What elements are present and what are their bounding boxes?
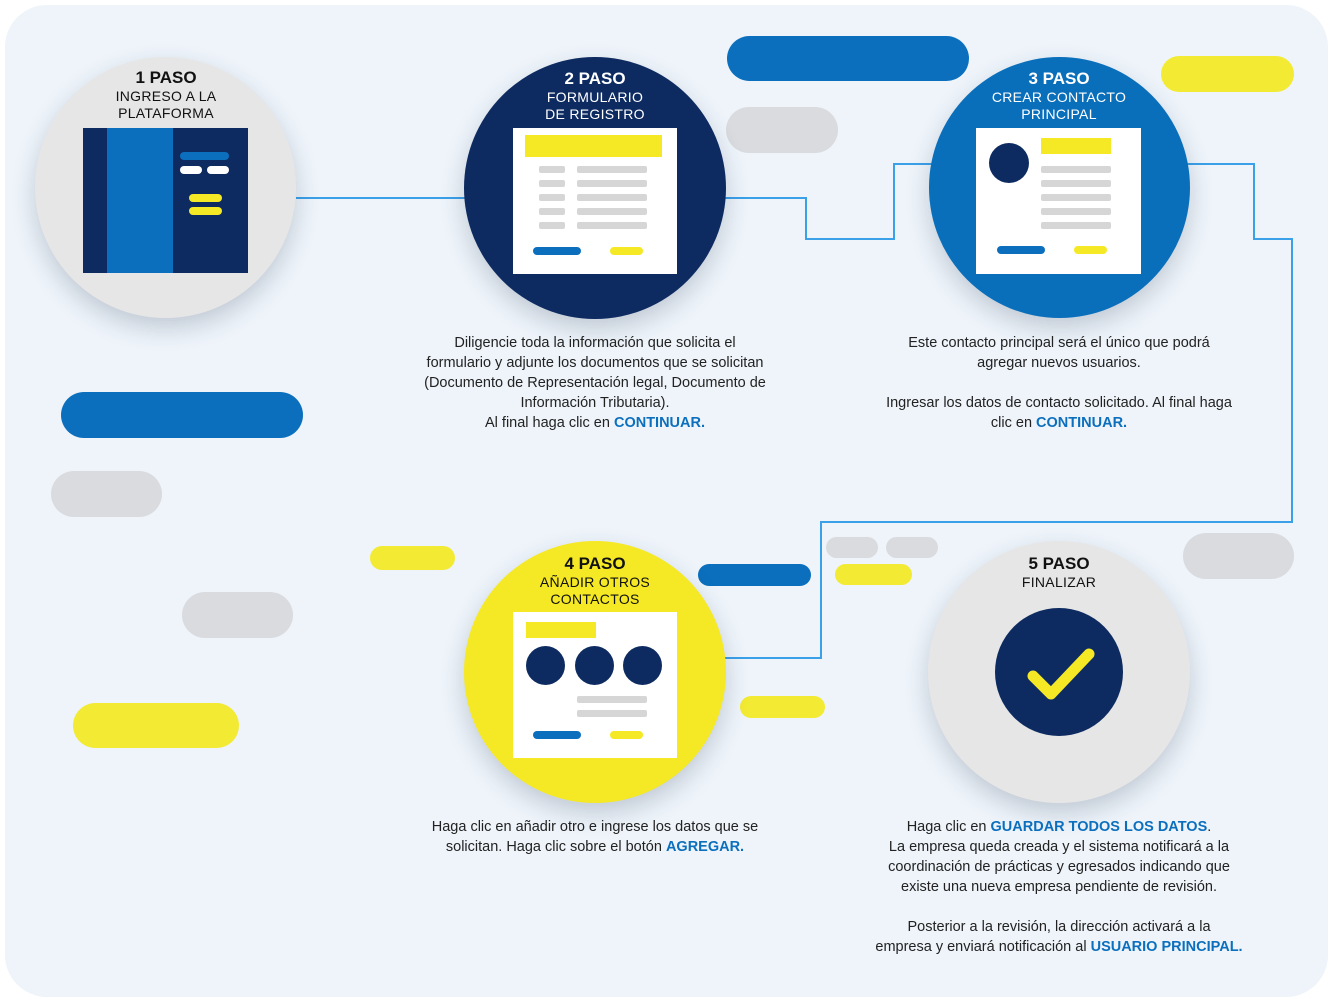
- decor-pill: [73, 703, 239, 748]
- step-5-desc-line: empresa y enviará notificación al USUARI…: [845, 937, 1273, 957]
- continue-highlight: CONTINUAR.: [1036, 415, 1128, 431]
- decor-pill: [1183, 533, 1294, 579]
- step-4-desc-prefix: solicitan. Haga clic sobre el botón: [445, 839, 666, 855]
- step-5-title-line1: FINALIZAR: [1021, 574, 1097, 590]
- step-3-header: 3 PASO CREAR CONTACTO PRINCIPAL: [939, 69, 1179, 123]
- step-3-description: Este contacto principal será el único qu…: [855, 333, 1263, 433]
- step-5-desc-line: coordinación de prácticas y egresados in…: [888, 859, 1230, 875]
- step-1-number: 1 PASO: [135, 68, 197, 87]
- step-2-number: 2 PASO: [564, 69, 626, 88]
- step-4-title-line1: AÑADIR OTROS: [539, 574, 651, 590]
- step-2-desc-line: Información Tributaria).: [520, 395, 670, 411]
- step-3-desc-line: Ingresar los datos de contacto solicitad…: [886, 395, 1232, 411]
- decor-pill: [726, 107, 838, 153]
- step-2-desc-prefix: Al final haga clic en: [485, 415, 614, 431]
- step-4-desc-line: Haga clic en añadir otro e ingrese los d…: [431, 819, 759, 835]
- decor-pill: [51, 471, 162, 517]
- step-5-desc-line: Posterior a la revisión, la dirección ac…: [907, 919, 1211, 935]
- step-2-desc-line: formulario y adjunte los documentos que …: [426, 355, 764, 371]
- step-4-title-line2: CONTACTOS: [550, 591, 640, 607]
- decor-pill: [370, 546, 455, 570]
- step-3-title-line2: PRINCIPAL: [1021, 106, 1097, 122]
- step-3-title-line1: CREAR CONTACTO: [991, 89, 1127, 105]
- decor-pill: [1161, 56, 1294, 92]
- step-2-title-line2: DE REGISTRO: [545, 106, 645, 122]
- step-2-desc-line: (Documento de Representación legal, Docu…: [424, 375, 766, 391]
- platform-icon: [83, 128, 248, 273]
- step-5-desc-prefix: Haga clic en: [906, 819, 991, 835]
- step-1-title-line2: PLATAFORMA: [118, 105, 214, 121]
- step-5-desc-line: La empresa queda creada y el sistema not…: [888, 839, 1230, 855]
- step-3-number: 3 PASO: [1028, 69, 1090, 88]
- step-5-desc-suffix: .: [1207, 819, 1212, 835]
- step-2-desc-line: Al final haga clic en CONTINUAR.: [385, 413, 805, 433]
- save-all-highlight: GUARDAR TODOS LOS DATOS: [990, 819, 1208, 835]
- contact-form-icon: [976, 128, 1141, 274]
- add-highlight: AGREGAR.: [665, 839, 745, 855]
- step-1-title-line1: INGRESO A LA: [115, 88, 217, 104]
- step-2-title-line1: FORMULARIO: [546, 89, 644, 105]
- add-contacts-icon: [513, 612, 677, 758]
- step-5-desc-prefix2: empresa y enviará notificación al: [875, 939, 1091, 955]
- avatar-icon: [623, 646, 662, 685]
- step-4-header: 4 PASO AÑADIR OTROS CONTACTOS: [475, 554, 715, 608]
- step-5-desc-line: existe una nueva empresa pendiente de re…: [901, 879, 1217, 895]
- step-3-desc-line: clic en CONTINUAR.: [855, 413, 1263, 433]
- avatar-icon: [575, 646, 614, 685]
- decor-pill: [835, 564, 912, 585]
- spacer: [845, 897, 1273, 917]
- decor-pill: [727, 36, 969, 81]
- main-user-highlight: USUARIO PRINCIPAL.: [1090, 939, 1243, 955]
- step-5-header: 5 PASO FINALIZAR: [939, 554, 1179, 591]
- decor-pill: [826, 537, 878, 558]
- decor-pill: [886, 537, 938, 558]
- step-3-desc-line: Este contacto principal será el único qu…: [908, 335, 1210, 351]
- continue-highlight: CONTINUAR.: [613, 415, 705, 431]
- step-3-desc-line: agregar nuevos usuarios.: [977, 355, 1141, 371]
- step-2-description: Diligencie toda la información que solic…: [385, 333, 805, 433]
- step-4-desc-line: solicitan. Haga clic sobre el botón AGRE…: [390, 837, 800, 857]
- step-2-header: 2 PASO FORMULARIO DE REGISTRO: [475, 69, 715, 123]
- step-5-number: 5 PASO: [1028, 554, 1090, 573]
- registration-form-icon: [513, 128, 677, 274]
- step-4-number: 4 PASO: [564, 554, 626, 573]
- decor-pill: [740, 696, 825, 718]
- decor-pill: [698, 564, 811, 586]
- spacer: [855, 373, 1263, 393]
- step-4-description: Haga clic en añadir otro e ingrese los d…: [390, 817, 800, 857]
- avatar-icon: [989, 143, 1029, 183]
- step-1-header: 1 PASO INGRESO A LA PLATAFORMA: [46, 68, 286, 122]
- step-5-desc-line: Haga clic en GUARDAR TODOS LOS DATOS.: [845, 817, 1273, 837]
- decor-pill: [61, 392, 303, 438]
- step-5-description: Haga clic en GUARDAR TODOS LOS DATOS. La…: [845, 817, 1273, 957]
- checkmark-icon: [995, 608, 1123, 736]
- step-3-desc-prefix: clic en: [990, 415, 1037, 431]
- avatar-icon: [526, 646, 565, 685]
- step-2-desc-line: Diligencie toda la información que solic…: [454, 335, 736, 351]
- decor-pill: [182, 592, 293, 638]
